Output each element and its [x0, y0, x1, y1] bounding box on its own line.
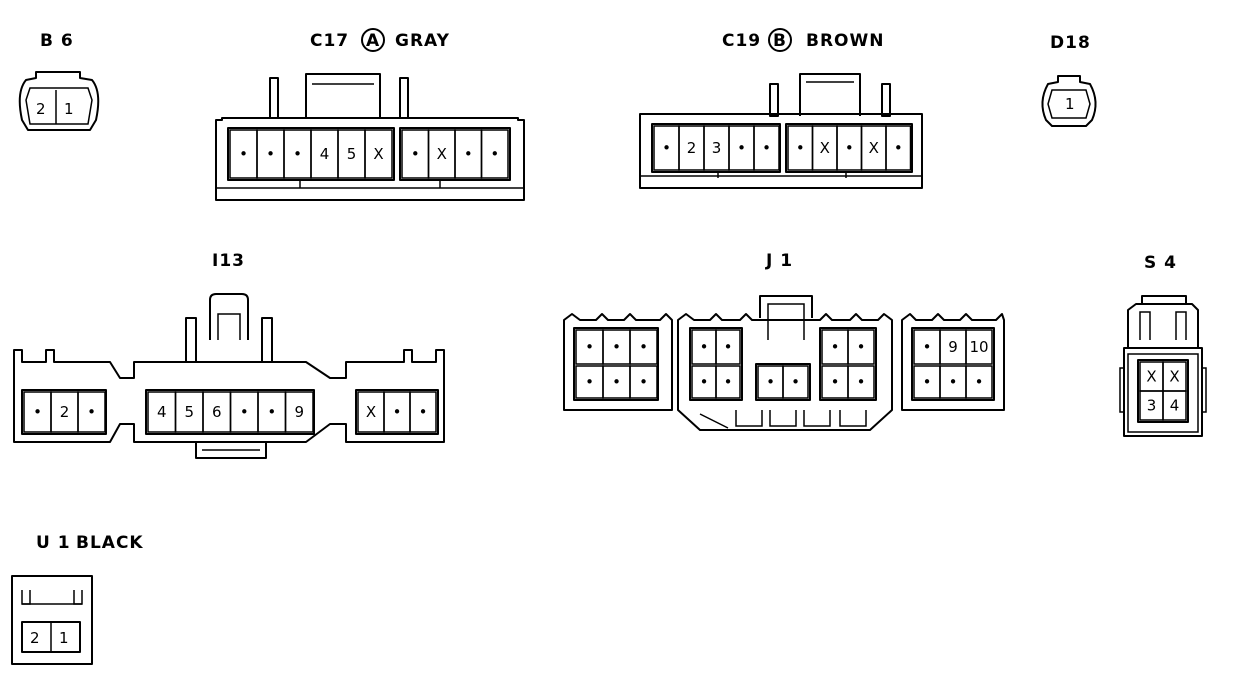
j1-bottom-pin-12: •	[975, 373, 984, 391]
i13-pin-11: •	[393, 403, 402, 421]
j1-bottom-pin-1: •	[585, 373, 594, 391]
j1-bottom-pin-5: •	[724, 373, 733, 391]
c19-pin-6: •	[796, 139, 805, 157]
connector-u1-label: U 1	[36, 533, 71, 553]
c17-pin-6: X	[373, 145, 383, 163]
s4-pin-1: X	[1146, 368, 1156, 386]
i13-pin-3: •	[87, 403, 96, 421]
c17-pin-3: •	[293, 145, 302, 163]
connector-b6-label: B 6	[40, 31, 74, 51]
c19-pin-5: •	[762, 139, 771, 157]
c17-pin-8: X	[437, 145, 447, 163]
i13-pin-10: X	[366, 403, 376, 421]
i13-pin-7: •	[240, 403, 249, 421]
j1-top-pin-4: •	[700, 338, 709, 356]
connector-s4-label: S 4	[1144, 253, 1177, 273]
c17-pin-10: •	[490, 145, 499, 163]
c17-pin-4: 4	[320, 145, 330, 163]
s4-pin-3: 3	[1147, 397, 1157, 415]
j1-top-pin-5: •	[724, 338, 733, 356]
connector-c19-label: C19	[722, 31, 761, 51]
i13-pin-6: 6	[212, 403, 222, 421]
j1-bottom-pin-6: •	[766, 373, 775, 391]
c19-color-label: BROWN	[806, 31, 884, 51]
j1-bottom-pin-2: •	[612, 373, 621, 391]
i13-pin-12: •	[419, 403, 428, 421]
c19-pin-4: •	[737, 139, 746, 157]
connector-u1: U 1 BLACK 2 1	[11, 533, 144, 665]
u1-color-label: BLACK	[76, 533, 144, 553]
j1-bottom-pin-8: •	[831, 373, 840, 391]
connector-d18: D18 1	[1041, 33, 1097, 127]
j1-top-pin-3: •	[639, 338, 648, 356]
j1-top-pin-10: 10	[969, 338, 988, 356]
c19-pin-1: •	[662, 139, 671, 157]
i13-pin-8: •	[267, 403, 276, 421]
u1-pin-1: 2	[30, 629, 40, 647]
u1-pin-2: 1	[59, 629, 69, 647]
c17-pin-5: 5	[347, 145, 357, 163]
j1-top-pin-8: •	[923, 338, 932, 356]
j1-top-pin-7: •	[857, 338, 866, 356]
c17-circle-letter: A	[366, 31, 380, 51]
d18-pin-1: 1	[1065, 95, 1075, 113]
j1-bottom-pin-4: •	[700, 373, 709, 391]
s4-pin-2: X	[1169, 368, 1179, 386]
j1-top-pin-6: •	[831, 338, 840, 356]
j1-bottom-pin-9: •	[857, 373, 866, 391]
c17-color-label: GRAY	[395, 31, 450, 51]
connector-c17-label: C17	[310, 31, 349, 51]
j1-bottom-pin-10: •	[923, 373, 932, 391]
j1-bottom-pin-11: •	[949, 373, 958, 391]
c17-pin-9: •	[464, 145, 473, 163]
c19-circle-letter: B	[773, 31, 787, 51]
j1-top-pin-1: •	[585, 338, 594, 356]
c19-pin-3: 3	[712, 139, 722, 157]
i13-pin-4: 4	[157, 403, 167, 421]
connector-j1: J 1 • • • • • • • • 9 10 • • • • • • • • • • • •	[563, 251, 1005, 431]
j1-top-pin-9: 9	[948, 338, 958, 356]
c19-pin-2: 2	[687, 139, 697, 157]
connector-j1-label: J 1	[765, 251, 793, 271]
s4-pin-4: 4	[1170, 397, 1180, 415]
connector-d18-label: D18	[1050, 33, 1091, 53]
b6-pin-1: 2	[36, 100, 46, 118]
connector-b6: B 6 2 1	[18, 31, 100, 131]
b6-pin-2: 1	[64, 100, 74, 118]
connector-i13-label: I13	[212, 251, 245, 271]
i13-pin-9: 9	[294, 403, 304, 421]
c17-pin-2: •	[266, 145, 275, 163]
i13-pin-2: 2	[60, 403, 70, 421]
j1-bottom-pin-3: •	[639, 373, 648, 391]
c17-pin-1: •	[239, 145, 248, 163]
c19-pin-7: X	[820, 139, 830, 157]
j1-top-pin-2: •	[612, 338, 621, 356]
c17-pin-7: •	[411, 145, 420, 163]
i13-pin-5: 5	[184, 403, 194, 421]
c19-pin-10: •	[894, 139, 903, 157]
i13-pin-1: •	[33, 403, 42, 421]
j1-bottom-pin-7: •	[791, 373, 800, 391]
c19-pin-9: X	[869, 139, 879, 157]
c19-pin-8: •	[845, 139, 854, 157]
